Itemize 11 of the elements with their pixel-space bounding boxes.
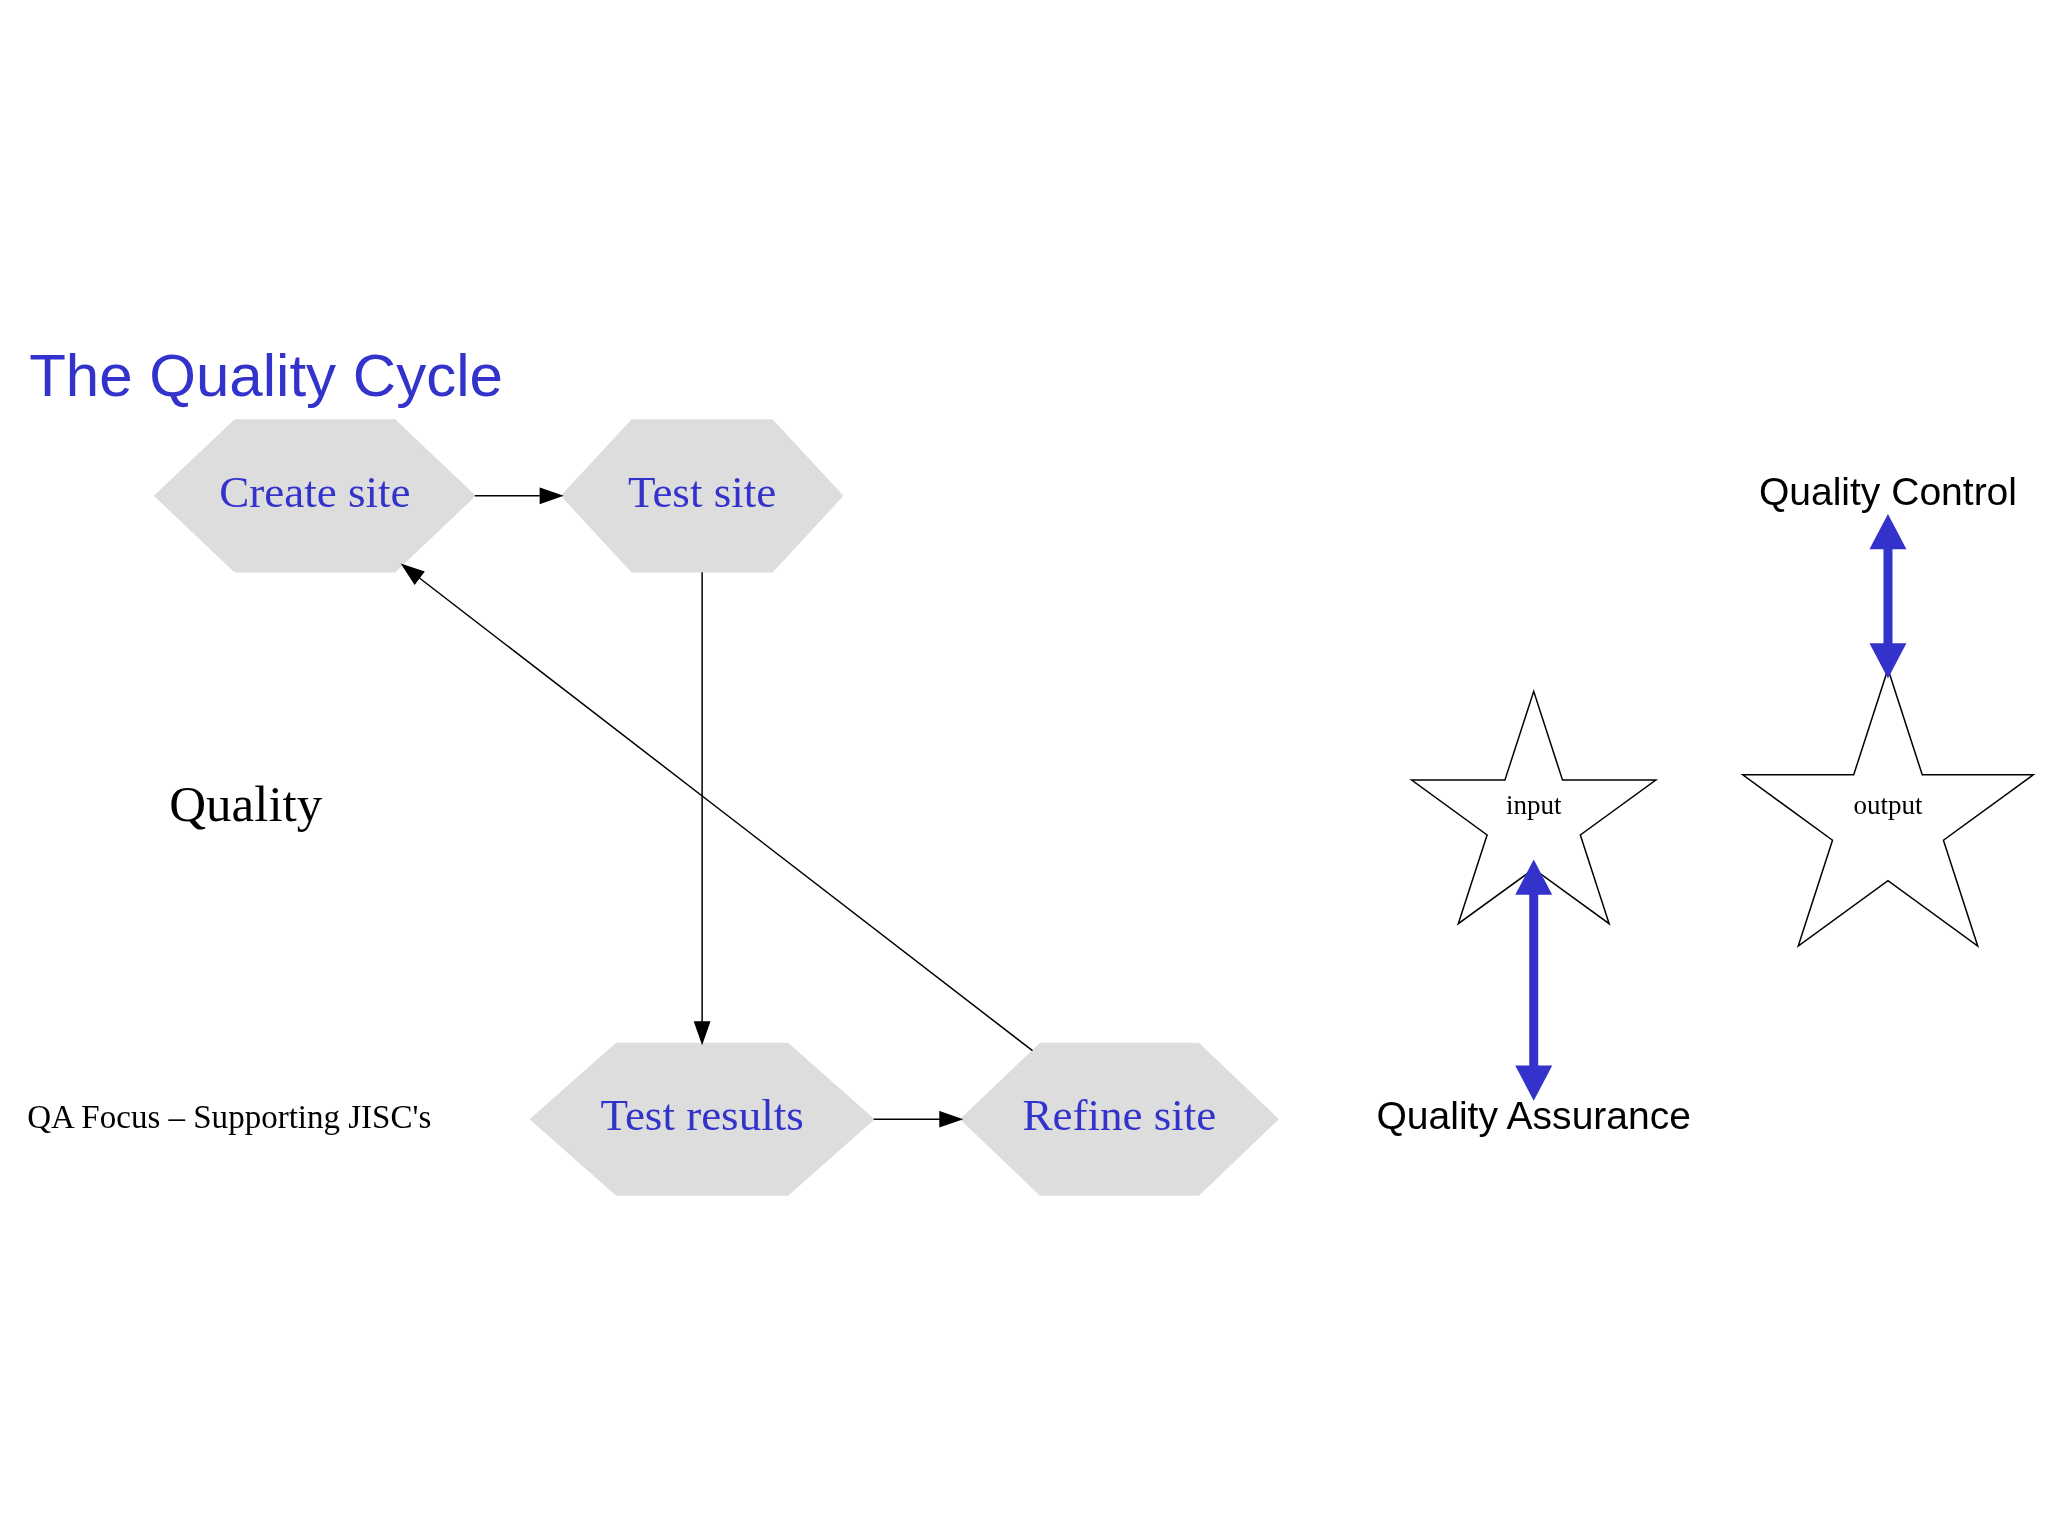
diagram-title: The Quality Cycle (29, 341, 503, 409)
arrow (872, 1110, 964, 1128)
arrow (1515, 859, 1553, 1101)
label: QA Focus – Supporting JISC's (27, 1098, 432, 1135)
node-text: Quality Control (1758, 469, 2017, 513)
arrow (400, 563, 1034, 1051)
arrow (1869, 513, 1907, 678)
arrow (693, 570, 711, 1045)
arrow (474, 486, 564, 504)
label: Quality (169, 775, 323, 832)
node-text: Quality Assurance (1376, 1093, 1691, 1137)
